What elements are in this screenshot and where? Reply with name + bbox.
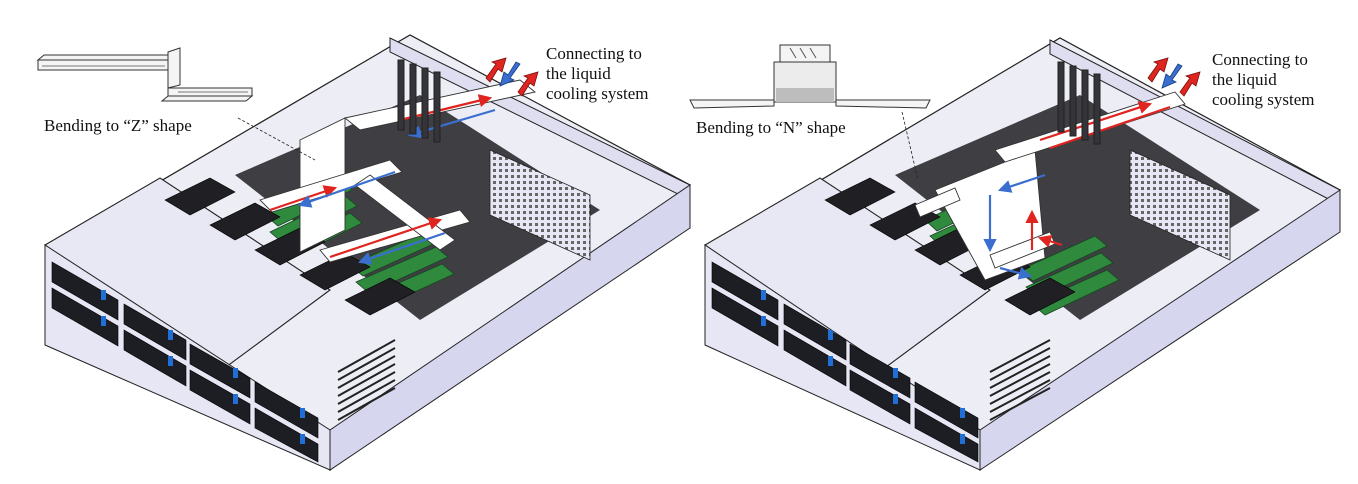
connect-line-1: Connecting to (1212, 50, 1308, 69)
connect-line-2: the liquid (1212, 70, 1277, 89)
n-shape-callout: Bending to “N” shape (696, 118, 846, 137)
connect-label-left: Connecting to the liquid cooling system (546, 44, 648, 104)
z-shape-coldplate-inset (36, 47, 254, 102)
flow-indicator-right (1147, 57, 1201, 97)
drive-bays-left (51, 261, 319, 463)
connect-line-3: cooling system (546, 84, 649, 103)
connect-line-2: the liquid (546, 64, 611, 83)
flow-indicator-left (485, 57, 539, 97)
hot-flow-arrow-icon (517, 71, 539, 97)
n-shape-coldplate-inset (689, 44, 931, 109)
connect-line-1: Connecting to (546, 44, 642, 63)
connect-label-right: Connecting to the liquid cooling system (1212, 50, 1314, 110)
server-chassis-left (36, 34, 692, 471)
cold-flow-arrow-icon (499, 61, 521, 87)
hot-flow-arrow-icon (1147, 57, 1169, 83)
cold-flow-arrow-icon (1161, 63, 1183, 89)
hot-flow-arrow-icon (1179, 71, 1201, 97)
z-shape-callout: Bending to “Z” shape (44, 116, 192, 135)
server-chassis-right (689, 37, 1342, 471)
hot-flow-arrow-icon (485, 57, 507, 83)
connect-line-3: cooling system (1212, 90, 1315, 109)
drive-bays-right (711, 261, 979, 463)
